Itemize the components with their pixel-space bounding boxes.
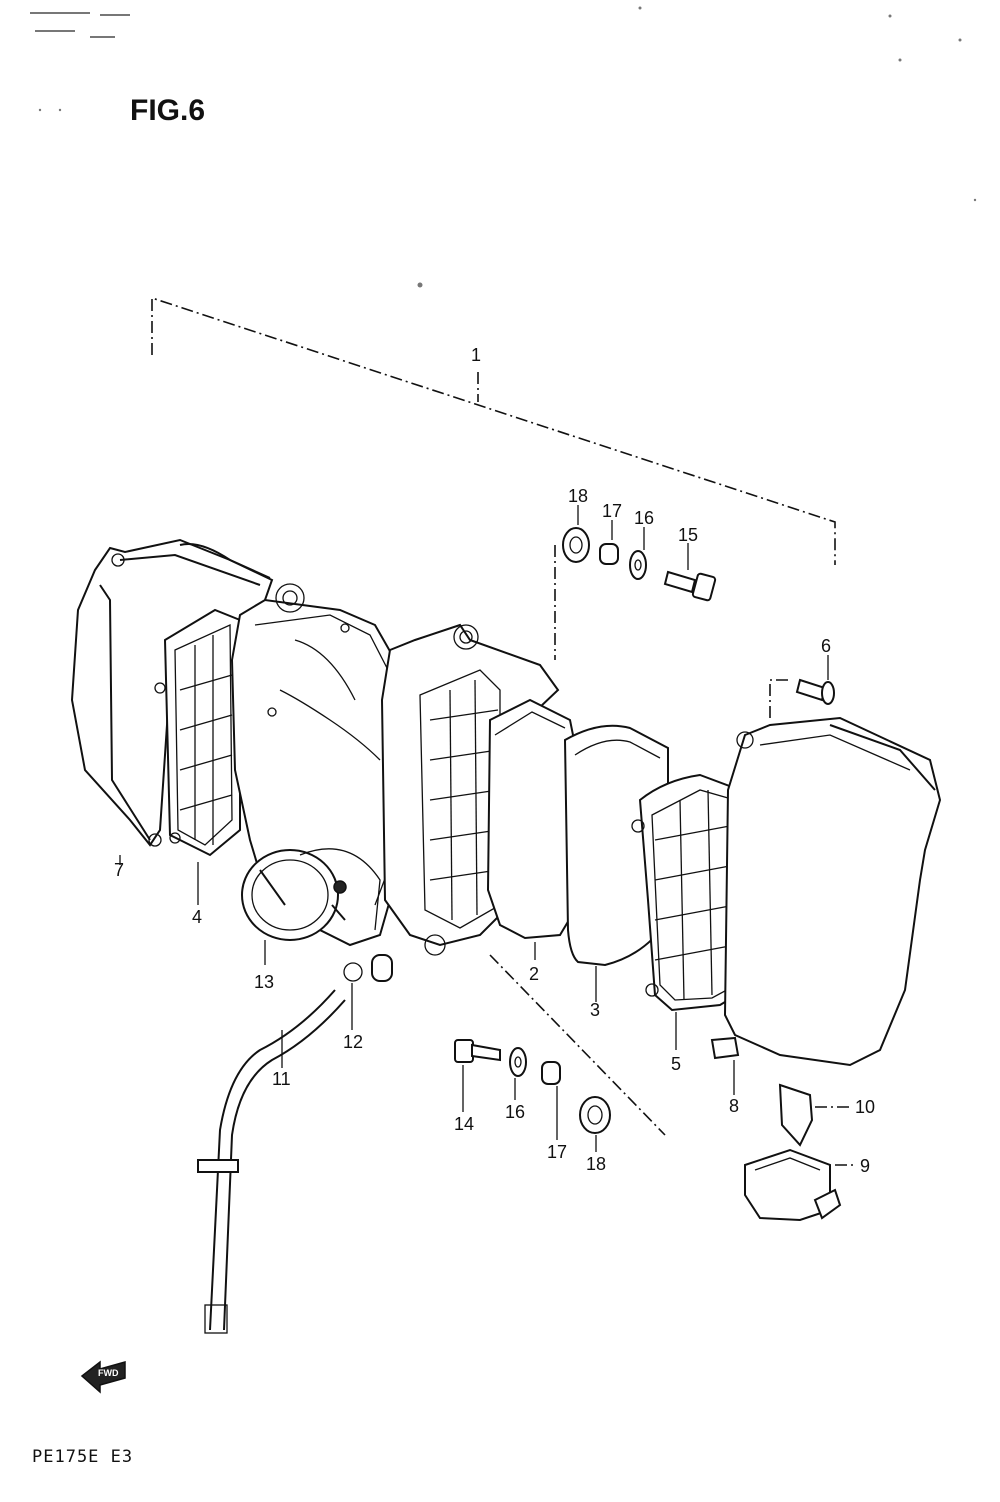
callout-12: 12 — [343, 1032, 363, 1052]
callout-2: 2 — [529, 964, 539, 984]
callout-16-upper: 16 — [634, 508, 654, 528]
part-17-collar-lower — [541, 1061, 561, 1085]
part-12-clamp — [343, 962, 363, 982]
callout-17-lower: 17 — [547, 1142, 567, 1162]
callout-16-lower: 16 — [505, 1102, 525, 1122]
callout-6: 6 — [821, 636, 831, 656]
scan-noise — [30, 6, 977, 288]
forward-direction-arrow: FWD — [80, 1360, 126, 1394]
callout-17-upper: 17 — [602, 501, 622, 521]
part-6-screw — [769, 678, 835, 718]
callout-leaders — [119, 505, 829, 1152]
model-code-footer: PE175E E3 — [32, 1447, 133, 1467]
part-5-grille-right — [631, 773, 747, 1012]
callout-18-upper: 18 — [568, 486, 588, 506]
callout-1: 1 — [471, 345, 481, 365]
callout-14: 14 — [454, 1114, 474, 1134]
lower-mounting-hardware — [454, 1039, 611, 1134]
part-17-collar-upper — [599, 543, 619, 565]
part-11-drain-hose — [197, 989, 346, 1334]
part-18-grommet-upper — [562, 527, 590, 563]
callout-15: 15 — [678, 525, 698, 545]
part-3-seal — [563, 724, 669, 967]
figure-title: FIG.6 — [130, 94, 205, 127]
callout-5: 5 — [671, 1054, 681, 1074]
callout-3: 3 — [590, 1000, 600, 1020]
part-16-washer-lower — [509, 1047, 527, 1077]
part-18-grommet-lower — [579, 1096, 611, 1134]
callout-4: 4 — [192, 907, 202, 927]
callout-7: 7 — [114, 860, 124, 880]
leader-lower-hardware — [489, 954, 666, 1136]
callout-11: 11 — [272, 1069, 291, 1089]
callout-13: 13 — [254, 972, 274, 992]
part-15-bolt — [663, 570, 717, 602]
upper-mounting-hardware — [554, 527, 717, 660]
callout-18-lower: 18 — [586, 1154, 606, 1174]
part-8-outer-case-right — [710, 716, 942, 1067]
part-13-intake-boot — [241, 848, 381, 941]
callout-8: 8 — [729, 1096, 739, 1116]
part-9-drain-cap — [744, 1148, 855, 1222]
part-2-filter-element — [486, 698, 580, 940]
fwd-label: FWD — [98, 1368, 119, 1378]
part-14-bolt — [454, 1039, 501, 1063]
callout-10: 10 — [855, 1097, 875, 1117]
part-10-clip — [778, 1083, 850, 1147]
part-16-washer-upper — [629, 550, 647, 580]
callout-9: 9 — [860, 1156, 870, 1176]
part-4-grille-left — [154, 608, 241, 857]
assembly-bracket — [151, 296, 836, 565]
